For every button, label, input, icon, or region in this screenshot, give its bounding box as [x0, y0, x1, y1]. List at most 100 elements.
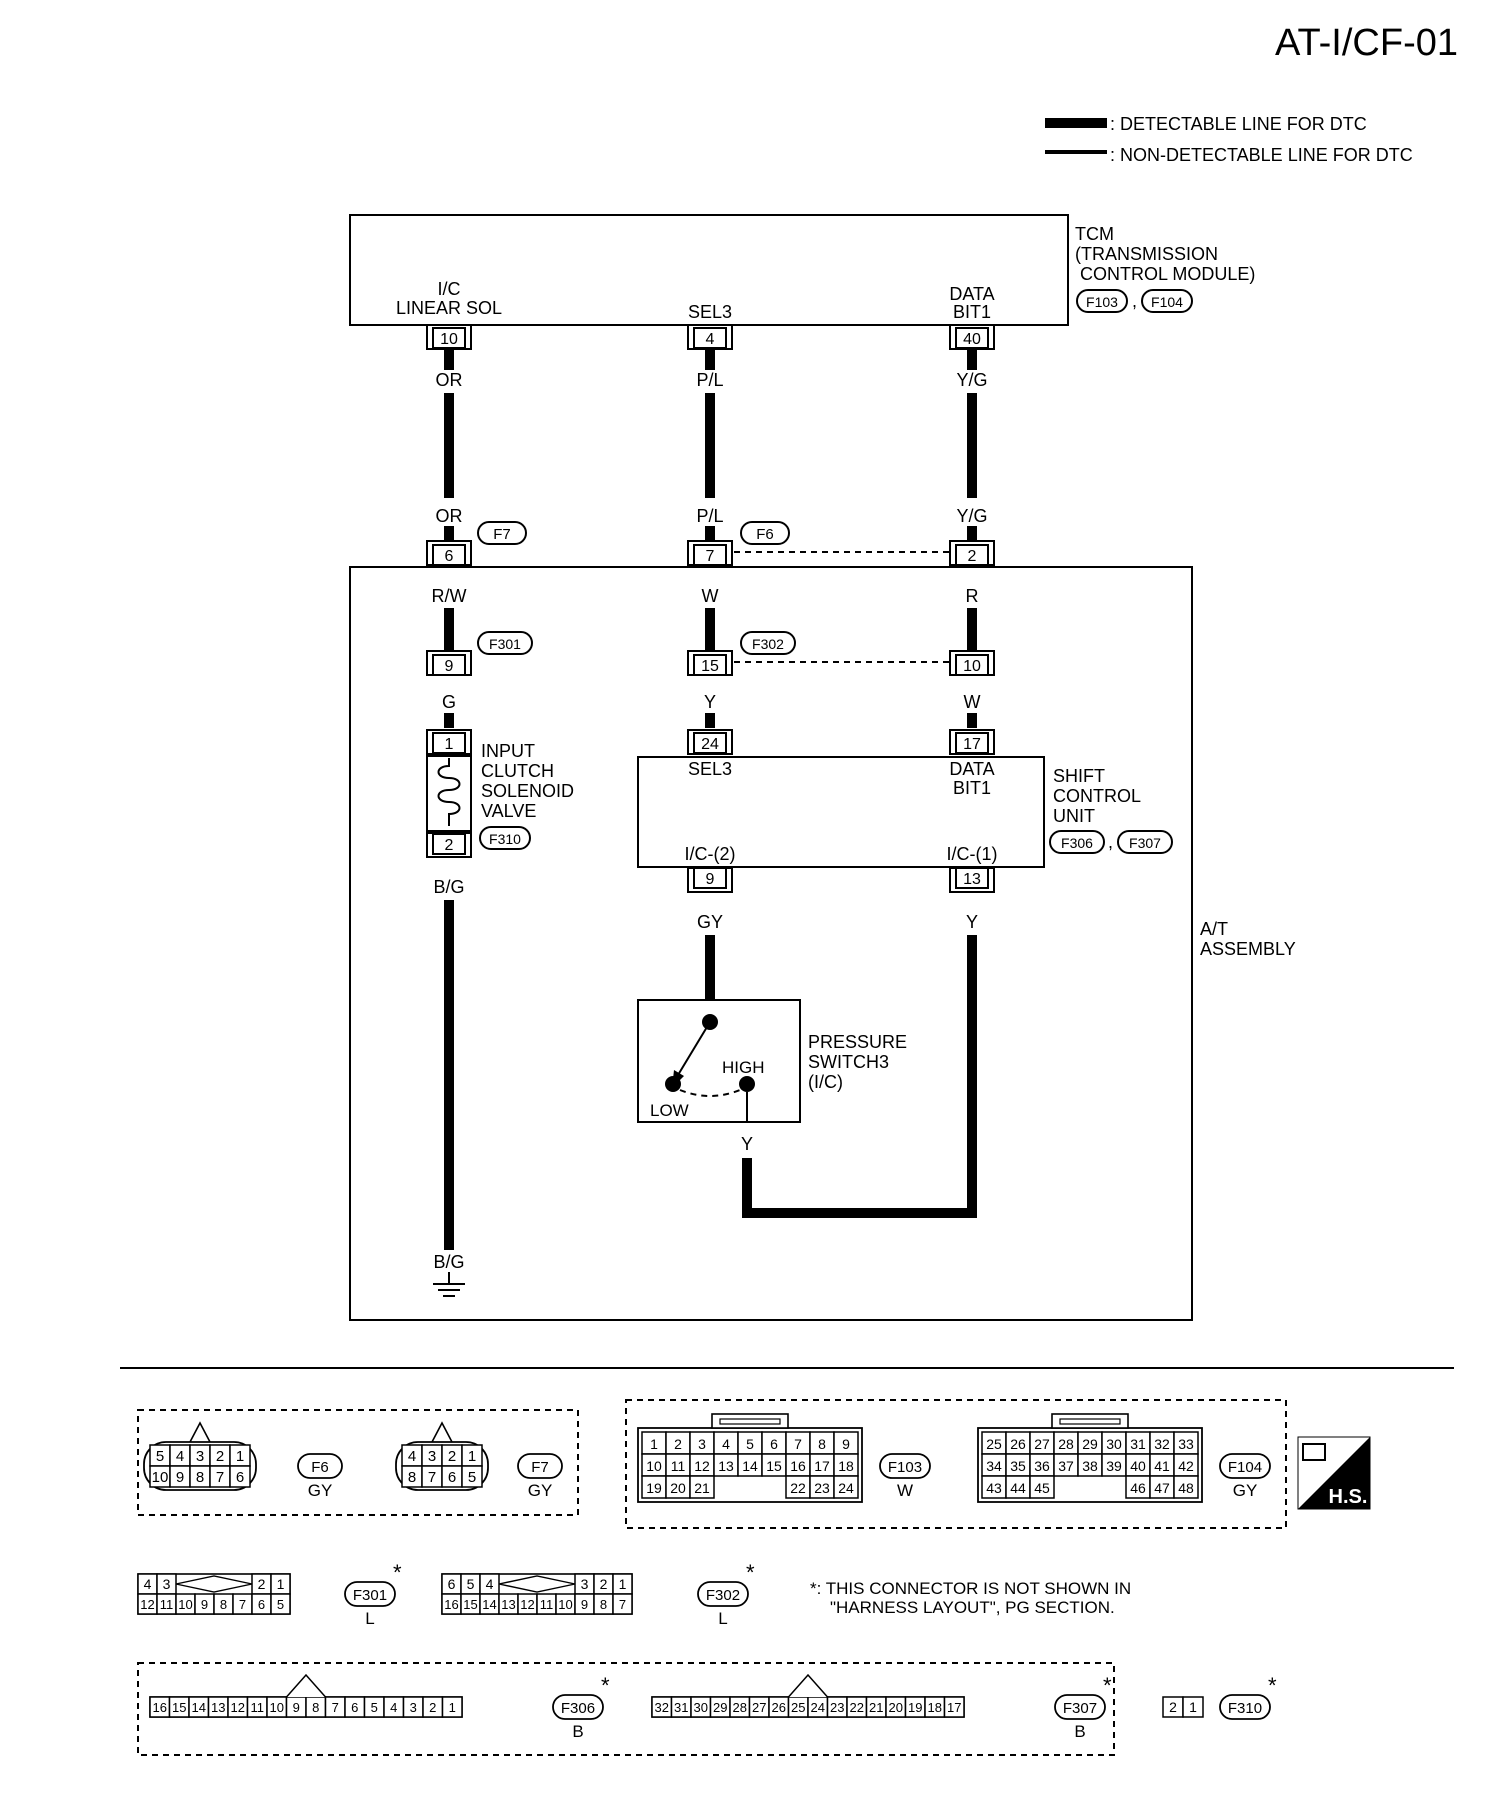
legend-detectable: : DETECTABLE LINE FOR DTC [1110, 114, 1367, 134]
connector-pin-number: 27 [1034, 1436, 1050, 1452]
at-assembly-box [349, 566, 1193, 1321]
connector-color: GY [528, 1481, 553, 1500]
connector-pin-number: 5 [468, 1469, 476, 1486]
connector-cell [612, 1593, 633, 1615]
connector-cell [689, 1475, 715, 1499]
connector-tag [1054, 1694, 1106, 1720]
wire-label-r: R [966, 586, 979, 606]
connector-pin-number: 16 [444, 1597, 458, 1612]
connector-pin-number: 13 [501, 1597, 515, 1612]
connector-pin-number: 2 [448, 1448, 456, 1465]
connector-pin-number: 43 [986, 1480, 1002, 1496]
connector-key [175, 1575, 253, 1593]
svg-text:,: , [1108, 832, 1113, 852]
connector-pin-number: 21 [869, 1700, 883, 1715]
connector-tag-label: F301 [353, 1587, 387, 1604]
connector-tag [552, 1694, 604, 1720]
connector-pin-number: 12 [231, 1700, 245, 1715]
connector-pin-number: 15 [172, 1700, 186, 1715]
connector-tag-f310: F310 [489, 831, 521, 847]
solenoid-label-1: INPUT [481, 741, 535, 761]
connector-pin-number: 9 [293, 1700, 300, 1715]
at-assembly-label-1: A/T [1200, 919, 1228, 939]
connector-pin-number: 35 [1010, 1458, 1026, 1474]
connector-tag-label: F6 [311, 1459, 329, 1476]
connector-tag-f301: F301 [477, 631, 533, 655]
connector-pin-number: 12 [140, 1597, 154, 1612]
wire-label-g: G [442, 692, 456, 712]
connector-pin-number: 6 [258, 1597, 265, 1612]
wire-label-y-2: Y [966, 912, 978, 932]
connector-pin-number: 32 [655, 1700, 669, 1715]
solenoid-label-3: SOLENOID [481, 781, 574, 801]
connector-tag [697, 1581, 749, 1607]
connector-pin-number: 9 [201, 1597, 208, 1612]
connector-pin-number: 10 [646, 1458, 662, 1474]
harness-connector-f302-pin15: 15 [687, 650, 733, 676]
connector-cell [1029, 1475, 1055, 1499]
connector-group-1 [137, 1409, 579, 1516]
connector-pin-number: 9 [842, 1436, 850, 1452]
scu-label-data: DATA [949, 759, 994, 779]
connector-color: L [365, 1609, 374, 1628]
svg-text:F302: F302 [752, 636, 784, 652]
connector-key [431, 1421, 453, 1443]
connector-pin-number: 5 [277, 1597, 284, 1612]
connector-pin-number: 5 [156, 1448, 164, 1465]
svg-text:F103: F103 [1086, 294, 1118, 310]
connector-cell [461, 1465, 483, 1488]
connector-pin-number: 1 [468, 1448, 476, 1465]
not-shown-star: * [1103, 1673, 1112, 1698]
connector-pin-number: 14 [742, 1458, 758, 1474]
connector-tag-label: F7 [531, 1459, 549, 1476]
connector-pin-number: 9 [581, 1597, 588, 1612]
connector-pin-number: 27 [752, 1700, 766, 1715]
connector-color: B [1074, 1722, 1085, 1741]
connector-key-inner [1059, 1418, 1121, 1425]
ground-icon [433, 1272, 465, 1297]
connector-pin-number: 1 [277, 1576, 285, 1592]
scu-pin-24: 24 [701, 736, 719, 753]
connector-pin-number: 16 [153, 1700, 167, 1715]
svg-text:40: 40 [963, 331, 981, 348]
connector-tag-label: F104 [1228, 1459, 1262, 1476]
connector-pin-number: 24 [838, 1480, 854, 1496]
scu-label-ic1: I/C-(1) [947, 844, 998, 864]
connector-pin-number: 3 [163, 1576, 171, 1592]
connector-cell [943, 1696, 965, 1718]
connector-pin-number: 46 [1130, 1480, 1146, 1496]
connector-tag [297, 1453, 343, 1479]
connector-tag-label: F103 [888, 1459, 922, 1476]
connector-tag-f103: F103 [1076, 289, 1128, 313]
connector-pin-number: 30 [1106, 1436, 1122, 1452]
connector-pin-number: 1 [619, 1576, 627, 1592]
connector-pin-number: 10 [178, 1597, 192, 1612]
connector-color: L [718, 1609, 727, 1628]
harness-connector-f6-pin2: 2 [949, 540, 995, 566]
connector-tag-f306: F306 [1061, 835, 1093, 851]
connector-pin-number: 29 [1082, 1436, 1098, 1452]
hs-badge-label: H.S. [1329, 1486, 1368, 1508]
page-code: AT-I/CF-01 [1275, 22, 1458, 64]
connector-pin-number: 14 [192, 1700, 206, 1715]
connector-pin-number: 20 [889, 1700, 903, 1715]
solenoid-pin-2: 2 [445, 837, 454, 854]
connector-pin-number: 48 [1178, 1480, 1194, 1496]
connector-pin-number: 4 [390, 1700, 397, 1715]
connector-tag [1219, 1453, 1271, 1479]
svg-text:7: 7 [706, 548, 715, 565]
connector-tag-label: F310 [1228, 1700, 1262, 1717]
svg-text:6: 6 [445, 548, 454, 565]
harness-connector-f301-pin9: 9 [426, 650, 472, 676]
connector-pin-number: 2 [600, 1576, 608, 1592]
tcm-pin-10: 10 [426, 325, 472, 350]
connector-key [498, 1575, 576, 1593]
tcm-pin-4: 4 [687, 325, 733, 350]
pressure-switch-low: LOW [650, 1101, 689, 1120]
connector-key-inner [719, 1418, 781, 1425]
